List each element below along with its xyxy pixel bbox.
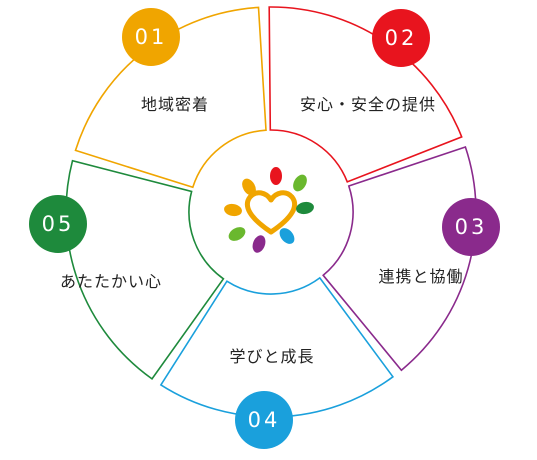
badge-04: 04	[235, 391, 293, 449]
badge-05: 05	[29, 195, 87, 253]
segment-label-01: 地域密着	[140, 95, 210, 114]
badge-01: 01	[122, 8, 180, 66]
badge-02: 02	[372, 9, 430, 67]
segment-label-05: あたたかい心	[59, 272, 163, 291]
segment-05	[65, 159, 225, 381]
segment-04	[159, 276, 395, 418]
badge-03: 03	[442, 198, 500, 256]
segment-label-03: 連携と協働	[378, 267, 464, 286]
segment-01	[74, 6, 267, 189]
center-logo-icon	[224, 167, 314, 253]
segment-label-02: 安心・安全の提供	[299, 95, 437, 114]
segment-02	[268, 6, 463, 183]
segment-label-04: 学びと成長	[229, 347, 315, 366]
